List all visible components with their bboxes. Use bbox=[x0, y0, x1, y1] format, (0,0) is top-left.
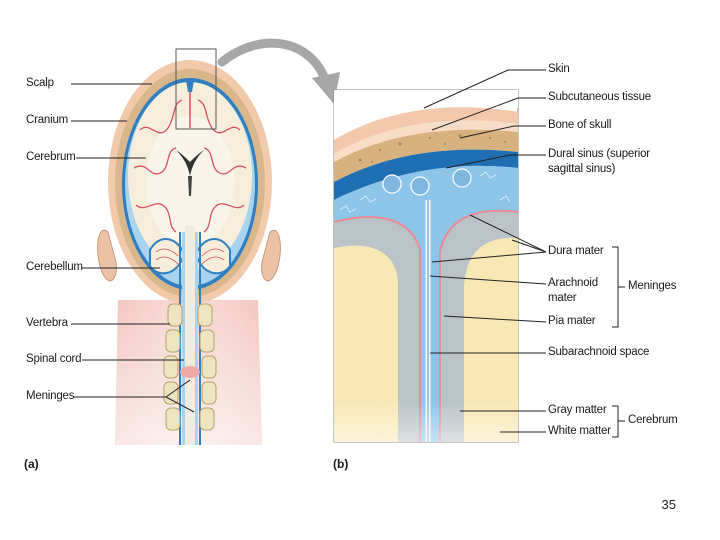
label-vertebra: Vertebra bbox=[26, 317, 68, 329]
label-cranium: Cranium bbox=[26, 114, 69, 126]
label-pia-mater: Pia mater bbox=[548, 315, 596, 327]
label-skin: Skin bbox=[548, 63, 570, 75]
label-subarachnoid-space: Subarachnoid space bbox=[548, 346, 650, 358]
panel-b-letter: (b) bbox=[333, 457, 349, 471]
label-gray-matter: Gray matter bbox=[548, 404, 607, 416]
label-arachnoid-line2: mater bbox=[548, 292, 577, 304]
label-dura-mater: Dura mater bbox=[548, 245, 604, 257]
label-bone-of-skull: Bone of skull bbox=[548, 119, 612, 131]
panel-a-letter: (a) bbox=[24, 457, 39, 471]
leader-lines bbox=[71, 69, 625, 438]
label-white-matter: White matter bbox=[548, 425, 611, 437]
label-scalp: Scalp bbox=[26, 77, 54, 89]
page-number: 35 bbox=[661, 497, 676, 512]
label-cerebrum-group: Cerebrum bbox=[628, 414, 678, 426]
label-cerebellum: Cerebellum bbox=[26, 261, 83, 273]
label-meninges-a: Meninges bbox=[26, 390, 75, 402]
label-spinal-cord: Spinal cord bbox=[26, 353, 82, 365]
label-cerebrum: Cerebrum bbox=[26, 151, 76, 163]
label-arachnoid-line1: Arachnoid bbox=[548, 277, 598, 289]
head-illustration bbox=[97, 48, 281, 445]
label-dural-sinus-line1: Dural sinus (superior bbox=[548, 148, 650, 160]
arrow-icon bbox=[217, 38, 340, 104]
meninges-detail-illustration bbox=[333, 89, 519, 443]
label-meninges-group: Meninges bbox=[628, 280, 677, 292]
label-dural-sinus-line2: sagittal sinus) bbox=[548, 163, 616, 175]
label-subcutaneous-tissue: Subcutaneous tissue bbox=[548, 91, 651, 103]
